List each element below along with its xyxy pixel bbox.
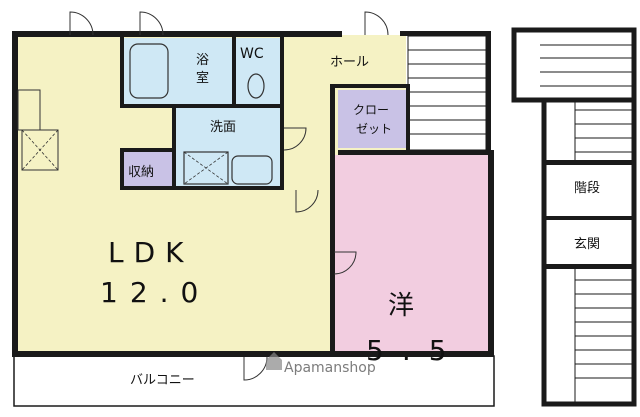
fridge-cross bbox=[21, 129, 59, 171]
washroom-label: 洗面 bbox=[210, 120, 236, 135]
storage-label: 収納 bbox=[128, 165, 154, 180]
wall-toilet-left bbox=[232, 35, 236, 107]
toilet-floor bbox=[236, 38, 282, 106]
closet-floor bbox=[338, 90, 408, 148]
watermark: Apamanshop bbox=[266, 352, 376, 376]
wall-bath-bottom bbox=[120, 104, 284, 108]
wall-bath-left bbox=[120, 35, 124, 107]
wall-ldk-western bbox=[330, 84, 335, 357]
wall-right-upper bbox=[486, 31, 491, 155]
wall-bottom bbox=[12, 351, 494, 357]
storage-floor bbox=[124, 152, 172, 188]
bath-floor bbox=[124, 38, 180, 106]
wall-wash-bottom bbox=[120, 186, 284, 190]
bath-label-2: 室 bbox=[196, 70, 209, 86]
closet-label-2: ゼット bbox=[356, 122, 392, 136]
washroom-floor bbox=[176, 108, 282, 188]
closet-label-1: クロー bbox=[353, 103, 389, 117]
ldk-size: 12.0 bbox=[100, 276, 210, 309]
house-logo-icon bbox=[266, 352, 282, 370]
wall-storage-top bbox=[120, 148, 176, 152]
sink bbox=[231, 155, 273, 185]
hall-label: ホール bbox=[330, 55, 369, 70]
wall-top-right bbox=[400, 31, 490, 36]
wall-right-western bbox=[488, 150, 494, 357]
balcony-outline bbox=[13, 355, 495, 407]
western-room-size: 5.5 bbox=[366, 334, 465, 367]
toilet-bowl bbox=[247, 73, 265, 99]
stair-tower bbox=[511, 27, 637, 407]
watermark-text: Apamanshop bbox=[284, 360, 376, 376]
washing-machine-pan bbox=[183, 151, 229, 185]
wall-toilet-right bbox=[280, 35, 284, 190]
bath-label-floor bbox=[178, 38, 234, 106]
toilet-label: WC bbox=[240, 46, 264, 62]
wall-western-top bbox=[338, 150, 494, 155]
western-room-label: 洋 bbox=[388, 291, 414, 321]
balcony-label: バルコニー bbox=[130, 373, 195, 388]
washing-machine-cross bbox=[183, 151, 229, 185]
wall-left bbox=[12, 31, 18, 357]
door-swings bbox=[69, 11, 389, 381]
upper-stairs bbox=[407, 35, 487, 151]
bath-label-1: 浴 bbox=[196, 53, 209, 68]
entrance-label: 玄関 bbox=[574, 237, 600, 252]
wall-wash-left bbox=[172, 104, 176, 190]
western-room-floor bbox=[334, 155, 492, 365]
bathtub bbox=[129, 43, 169, 99]
ldk-label: LDK bbox=[108, 236, 194, 269]
kitchen-counter bbox=[17, 89, 41, 131]
wall-top-left bbox=[12, 31, 342, 37]
wall-storage-left bbox=[120, 148, 124, 190]
stairs-label: 階段 bbox=[574, 181, 600, 196]
wall-closet-top bbox=[334, 84, 410, 88]
